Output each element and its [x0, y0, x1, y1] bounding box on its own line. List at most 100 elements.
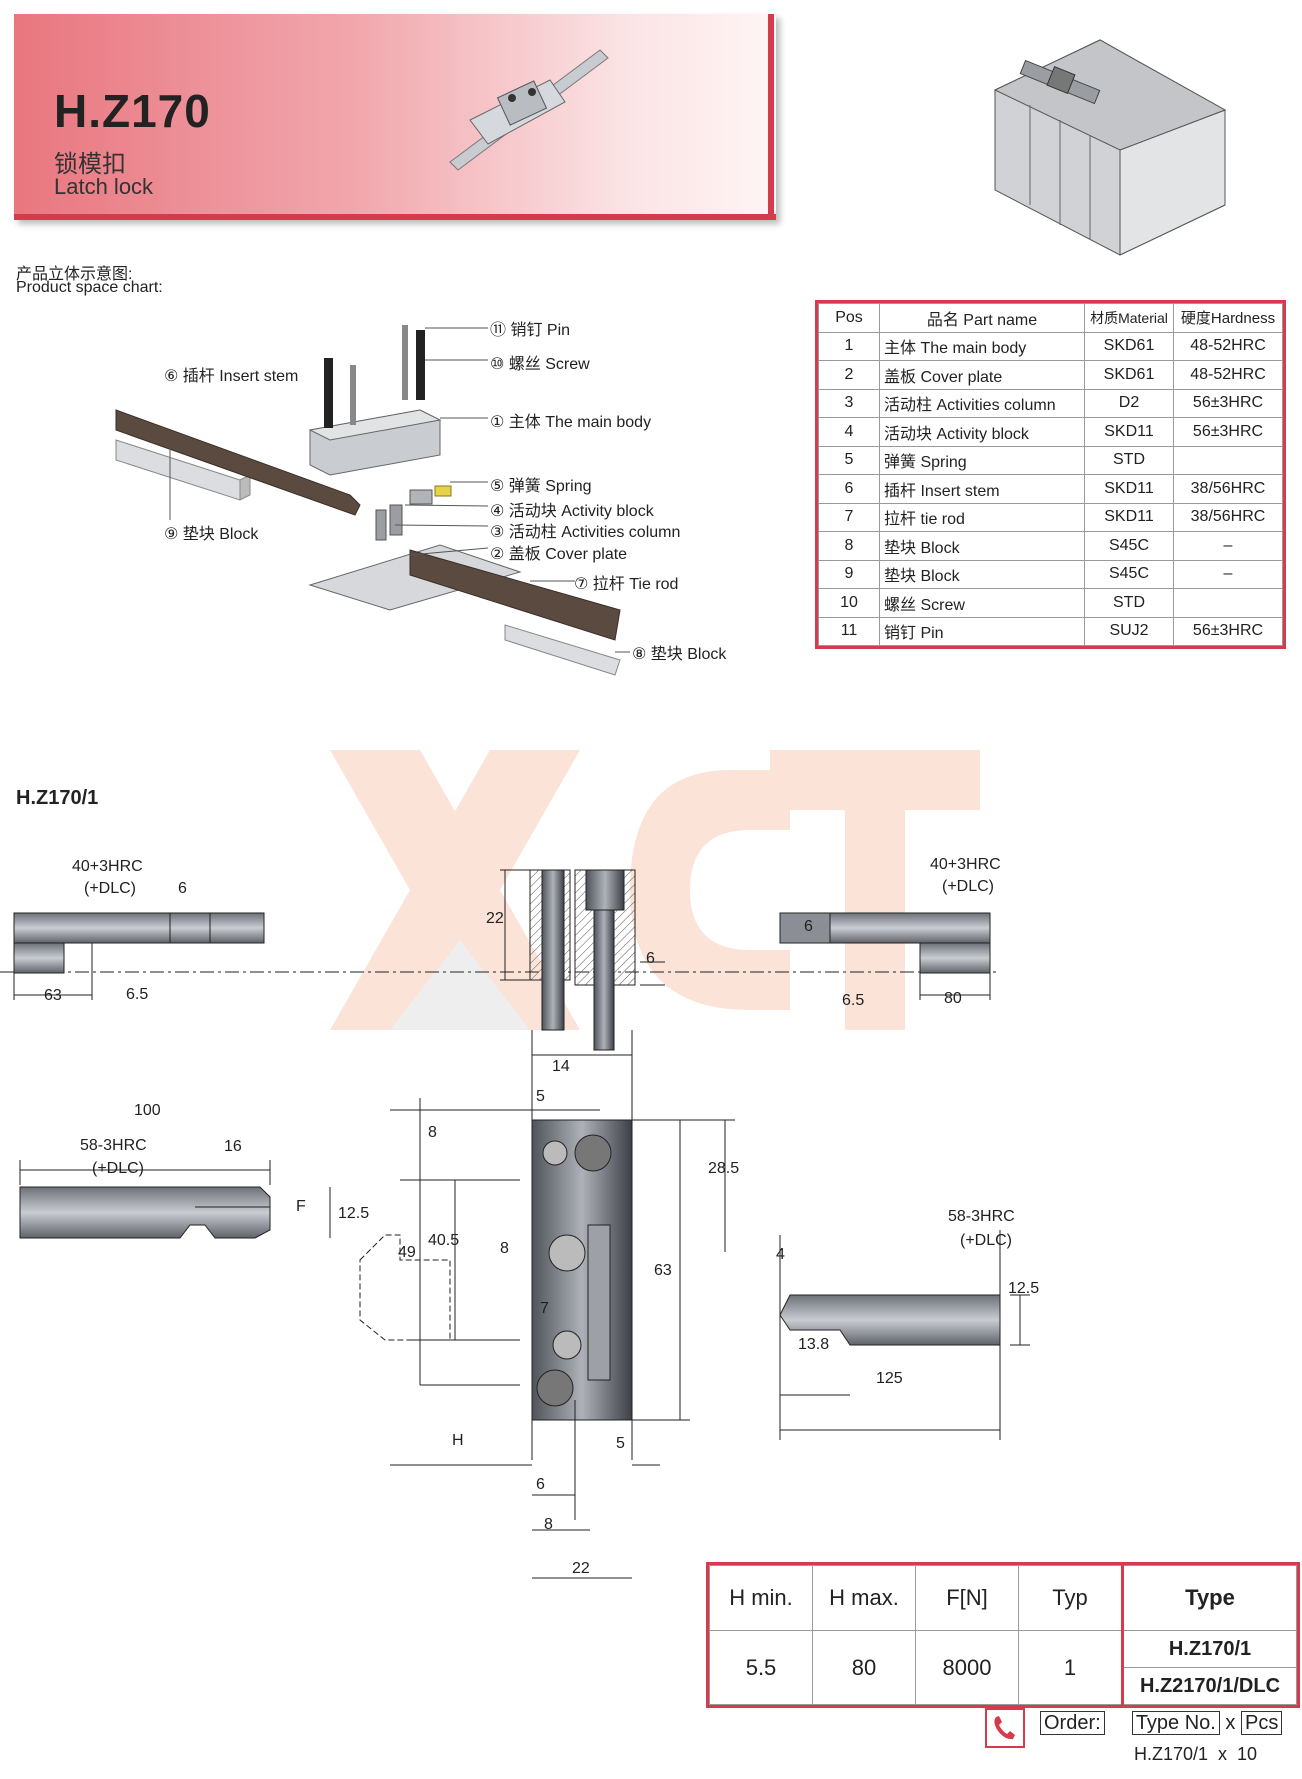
- header-h-min: H min.: [709, 1565, 813, 1631]
- value-h-min: 5.5: [709, 1630, 813, 1705]
- dim-5-top: 5: [536, 1088, 545, 1105]
- phone-icon: [985, 1708, 1025, 1748]
- dim-100: 100: [134, 1102, 161, 1119]
- cell-material: S45C: [1084, 559, 1174, 589]
- header-force: F[N]: [915, 1565, 1019, 1631]
- dim-h: H: [452, 1432, 464, 1449]
- cell-hardness: [1173, 445, 1283, 475]
- cell-material: SKD11: [1084, 502, 1174, 532]
- product-space-label-en: Product space chart:: [16, 279, 163, 296]
- banner-accent-base: [14, 214, 776, 220]
- dim-8-bottom: 8: [544, 1516, 553, 1533]
- dim-28-5: 28.5: [708, 1160, 740, 1177]
- cell-name: 盖板 Cover plate: [879, 360, 1085, 390]
- dim-63-vertical: 63: [654, 1262, 672, 1279]
- callout-insert-stem: ⑥ 插杆 Insert stem: [164, 368, 299, 385]
- cell-name: 活动块 Activity block: [879, 417, 1085, 447]
- dim-14: 14: [552, 1058, 570, 1075]
- callout-cover-plate: ② 盖板 Cover plate: [490, 546, 628, 563]
- cell-name: 垫块 Block: [879, 531, 1085, 561]
- callout-tie-rod: ⑦ 拉杆 Tie rod: [574, 576, 679, 593]
- cell-pos: 10: [818, 588, 880, 618]
- dim-12-5-left: 12.5: [338, 1205, 370, 1222]
- cell-hardness: 38/56HRC: [1173, 474, 1283, 504]
- callout-block-8: ⑧ 垫块 Block: [632, 646, 727, 663]
- header-type: Type: [1121, 1565, 1297, 1631]
- cell-name: 活动柱 Activities column: [879, 388, 1085, 418]
- cell-hardness: 56±3HRC: [1173, 388, 1283, 418]
- cell-hardness: –: [1173, 559, 1283, 589]
- dim-22-bottom: 22: [572, 1560, 590, 1577]
- dim-dlc-left: (+DLC): [84, 880, 137, 897]
- dim-13-8: 13.8: [798, 1336, 830, 1353]
- cell-name: 插杆 Insert stem: [879, 474, 1085, 504]
- dim-22: 22: [486, 910, 504, 927]
- parts-table-header: Pos 品名 Part name 材质Material 硬度Hardness: [818, 303, 1283, 333]
- cell-name: 主体 The main body: [879, 331, 1085, 361]
- model-label: H.Z170/1: [16, 787, 99, 809]
- dim-125: 125: [876, 1370, 903, 1387]
- cell-hardness: 56±3HRC: [1173, 616, 1283, 646]
- subtitle-chinese: 锁模扣: [54, 151, 126, 178]
- exploded-view-drawing: [115, 325, 630, 676]
- header-part-name: 品名 Part name: [879, 303, 1085, 333]
- dim-6-5-right: 6.5: [842, 992, 865, 1009]
- dim-6-top: 6: [178, 880, 187, 897]
- mold-assembly-image: [993, 39, 1227, 256]
- cell-material: D2: [1084, 388, 1174, 418]
- dim-40-5: 40.5: [428, 1232, 460, 1249]
- dim-12-5-right: 12.5: [1008, 1280, 1040, 1297]
- dim-63: 63: [44, 987, 62, 1004]
- value-h-max: 80: [812, 1630, 916, 1705]
- cell-name: 垫块 Block: [879, 559, 1085, 589]
- callout-activities-column: ③ 活动柱 Activities column: [490, 524, 681, 541]
- cell-material: S45C: [1084, 531, 1174, 561]
- cell-pos: 8: [818, 531, 880, 561]
- dim-6-right: 6: [804, 918, 813, 935]
- dim-58-3hrc-left: 58-3HRC: [80, 1137, 147, 1154]
- cell-pos: 4: [818, 417, 880, 447]
- cell-hardness: 56±3HRC: [1173, 417, 1283, 447]
- cell-pos: 5: [818, 445, 880, 475]
- cell-material: SKD11: [1084, 417, 1174, 447]
- dim-40-3hrc-left: 40+3HRC: [72, 858, 143, 875]
- cell-name: 销钉 Pin: [879, 616, 1085, 646]
- subtitle-english: Latch lock: [54, 174, 154, 199]
- dim-5-bottom: 5: [616, 1435, 625, 1452]
- cell-hardness: 38/56HRC: [1173, 502, 1283, 532]
- dim-80: 80: [944, 990, 962, 1007]
- cell-material: SKD61: [1084, 331, 1174, 361]
- order-example: H.Z170/1 x 10: [1134, 1744, 1258, 1764]
- cell-name: 弹簧 Spring: [879, 445, 1085, 475]
- dim-6-5-left: 6.5: [126, 986, 149, 1003]
- cell-pos: 6: [818, 474, 880, 504]
- callout-block-9: ⑨ 垫块 Block: [164, 526, 259, 543]
- cell-pos: 3: [818, 388, 880, 418]
- header-hardness: 硬度Hardness: [1173, 303, 1283, 333]
- order-pcs: Pcs: [1240, 1711, 1283, 1735]
- cell-name: 拉杆 tie rod: [879, 502, 1085, 532]
- order-times: x: [1225, 1712, 1236, 1734]
- cell-material: SKD11: [1084, 474, 1174, 504]
- cell-hardness: [1173, 588, 1283, 618]
- cell-hardness: 48-52HRC: [1173, 360, 1283, 390]
- cell-pos: 7: [818, 502, 880, 532]
- dim-6-bottom: 6: [536, 1476, 545, 1493]
- dim-58-3hrc-right: 58-3HRC: [948, 1208, 1015, 1225]
- callout-screw: ⑩ 螺丝 Screw: [490, 356, 590, 373]
- dim-dlc-left-2: (+DLC): [92, 1160, 145, 1177]
- header-material: 材质Material: [1084, 303, 1174, 333]
- cell-name: 螺丝 Screw: [879, 588, 1085, 618]
- cell-material: STD: [1084, 445, 1174, 475]
- cell-pos: 2: [818, 360, 880, 390]
- dim-dlc-right-2: (+DLC): [960, 1232, 1013, 1249]
- dim-49: 49: [398, 1244, 416, 1261]
